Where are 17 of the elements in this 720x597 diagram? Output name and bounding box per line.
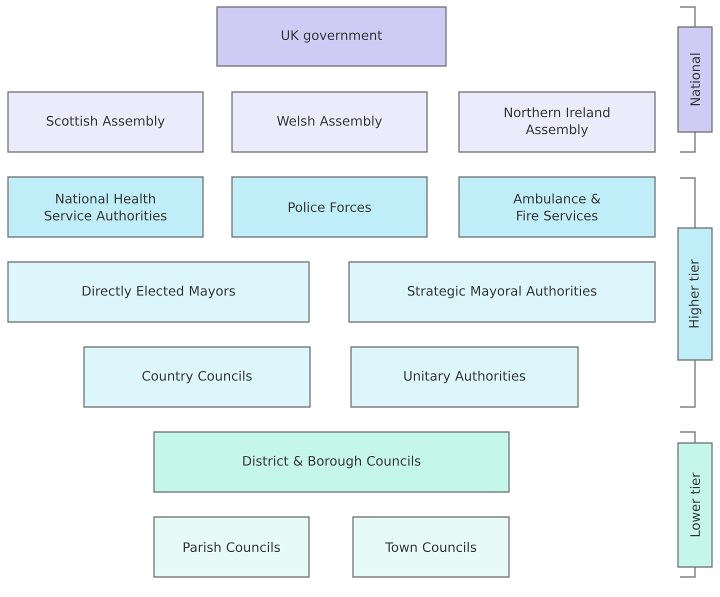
- org-box: Town Councils: [352, 516, 510, 578]
- org-box: Parish Councils: [153, 516, 310, 578]
- tier-label: National: [677, 26, 713, 133]
- org-box: Northern Ireland Assembly: [458, 91, 656, 153]
- org-box: National Health Service Authorities: [7, 176, 204, 238]
- org-box: Unitary Authorities: [350, 346, 579, 408]
- org-box: UK government: [216, 6, 447, 67]
- org-box: Directly Elected Mayors: [7, 261, 310, 323]
- org-box: Country Councils: [83, 346, 311, 408]
- org-box: Police Forces: [231, 176, 428, 238]
- org-box: Welsh Assembly: [231, 91, 428, 153]
- org-box: Scottish Assembly: [7, 91, 204, 153]
- org-box: Strategic Mayoral Authorities: [348, 261, 656, 323]
- org-box: Ambulance & Fire Services: [458, 176, 656, 238]
- tier-label: Lower tier: [677, 442, 713, 568]
- org-box: District & Borough Councils: [153, 431, 510, 493]
- tier-label: Higher tier: [677, 227, 713, 361]
